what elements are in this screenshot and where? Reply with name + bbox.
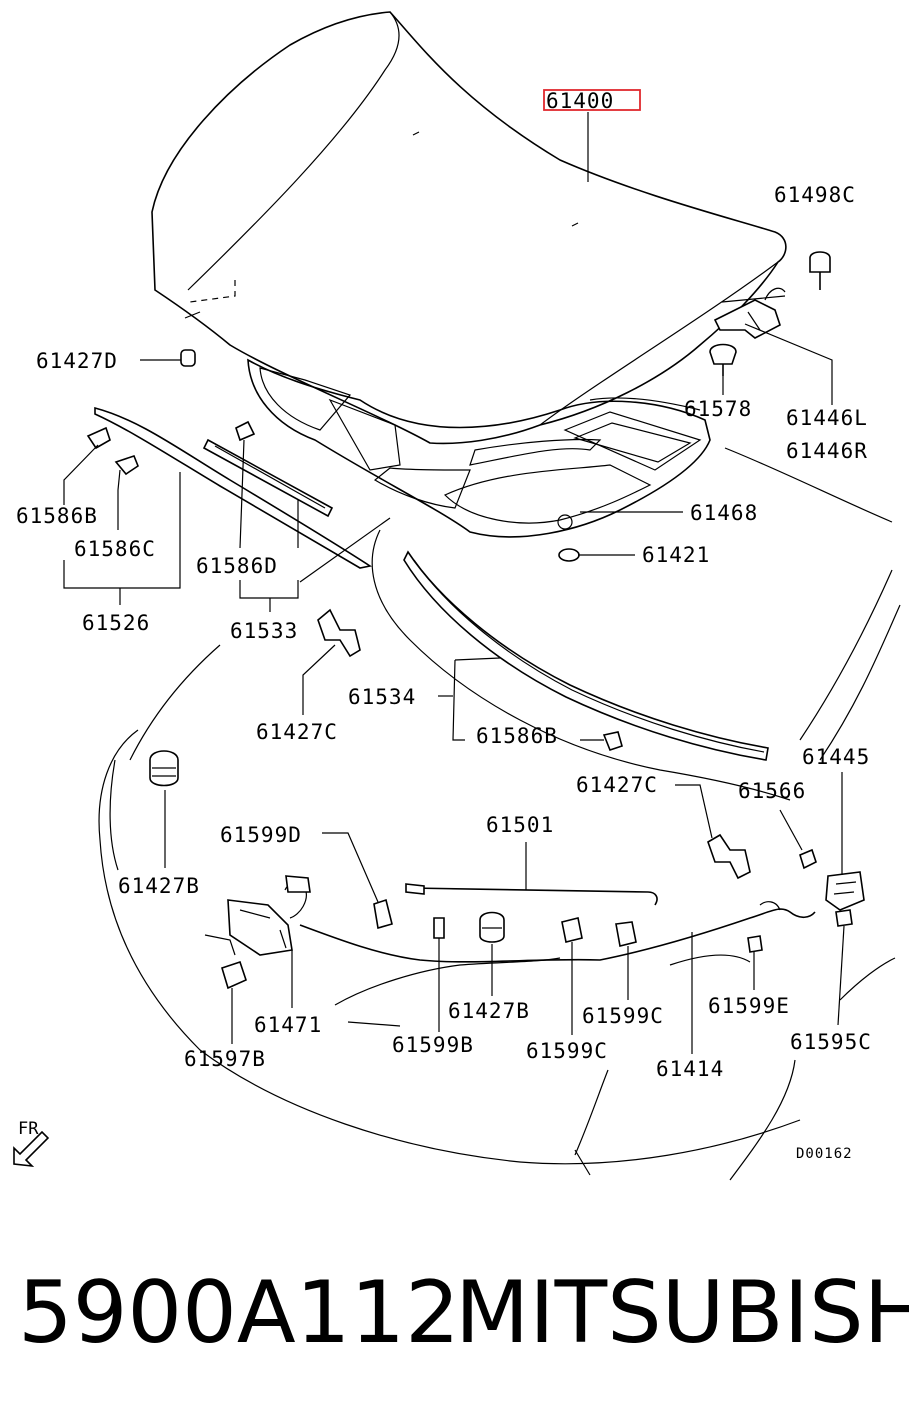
small-parts bbox=[86, 251, 865, 990]
label-61468: 61468 bbox=[690, 501, 758, 525]
part-labels: 61400 61498C 61427D 61578 61446L 61446R … bbox=[16, 89, 872, 1081]
drawing-code: D00162 bbox=[796, 1146, 853, 1162]
label-61445: 61445 bbox=[802, 745, 870, 769]
label-61427c: 61427C bbox=[576, 773, 658, 797]
weatherstrip-61526 bbox=[94, 406, 373, 569]
label-61534: 61534 bbox=[348, 685, 416, 709]
seal-strip bbox=[202, 438, 334, 518]
label-61599c: 61599C bbox=[582, 1004, 664, 1028]
highlight-box bbox=[543, 89, 641, 111]
label-61526: 61526 bbox=[82, 611, 150, 635]
part-number: 5900A112 bbox=[18, 1263, 460, 1363]
label-61498c: 61498C bbox=[774, 183, 856, 207]
label-61427b: 61427B bbox=[448, 999, 530, 1023]
label-61586d: 61586D bbox=[196, 554, 278, 578]
hood-inner-frame bbox=[247, 358, 711, 538]
leader-lines bbox=[63, 112, 845, 1054]
label-61427d: 61427D bbox=[36, 349, 118, 373]
label-61597b: 61597B bbox=[184, 1047, 266, 1071]
label-61421: 61421 bbox=[642, 543, 710, 567]
label-61578: 61578 bbox=[684, 397, 752, 421]
label-61599c: 61599C bbox=[526, 1039, 608, 1063]
label-61599d: 61599D bbox=[220, 823, 302, 847]
body-outline bbox=[98, 397, 901, 1181]
front-label: FR bbox=[18, 1119, 39, 1139]
label-61427b: 61427B bbox=[118, 874, 200, 898]
label-61599e: 61599E bbox=[708, 994, 790, 1018]
arrow-down-left-icon bbox=[13, 1130, 50, 1168]
label-61427c: 61427C bbox=[256, 720, 338, 744]
label-61586b: 61586B bbox=[476, 724, 558, 748]
label-61595c: 61595C bbox=[790, 1030, 872, 1054]
label-61586b: 61586B bbox=[16, 504, 98, 528]
label-61414: 61414 bbox=[656, 1057, 724, 1081]
label-61471: 61471 bbox=[254, 1013, 322, 1037]
label-61566: 61566 bbox=[738, 779, 806, 803]
parts-diagram: 61400 61498C 61427D 61578 61446L 61446R … bbox=[13, 11, 901, 1181]
label-61400: 61400 bbox=[546, 89, 614, 113]
label-61446l: 61446L bbox=[786, 406, 868, 430]
seal-61534 bbox=[403, 550, 769, 761]
footer: 5900A112 MITSUBISHI bbox=[0, 1258, 909, 1388]
label-61533: 61533 bbox=[230, 619, 298, 643]
hood-panel bbox=[151, 11, 787, 445]
front-marker: FR bbox=[13, 1119, 50, 1168]
brand-name: MITSUBISHI bbox=[455, 1263, 909, 1363]
label-61586c: 61586C bbox=[74, 537, 156, 561]
label-61599b: 61599B bbox=[392, 1033, 474, 1057]
label-61501: 61501 bbox=[486, 813, 554, 837]
label-61446r: 61446R bbox=[786, 439, 868, 463]
